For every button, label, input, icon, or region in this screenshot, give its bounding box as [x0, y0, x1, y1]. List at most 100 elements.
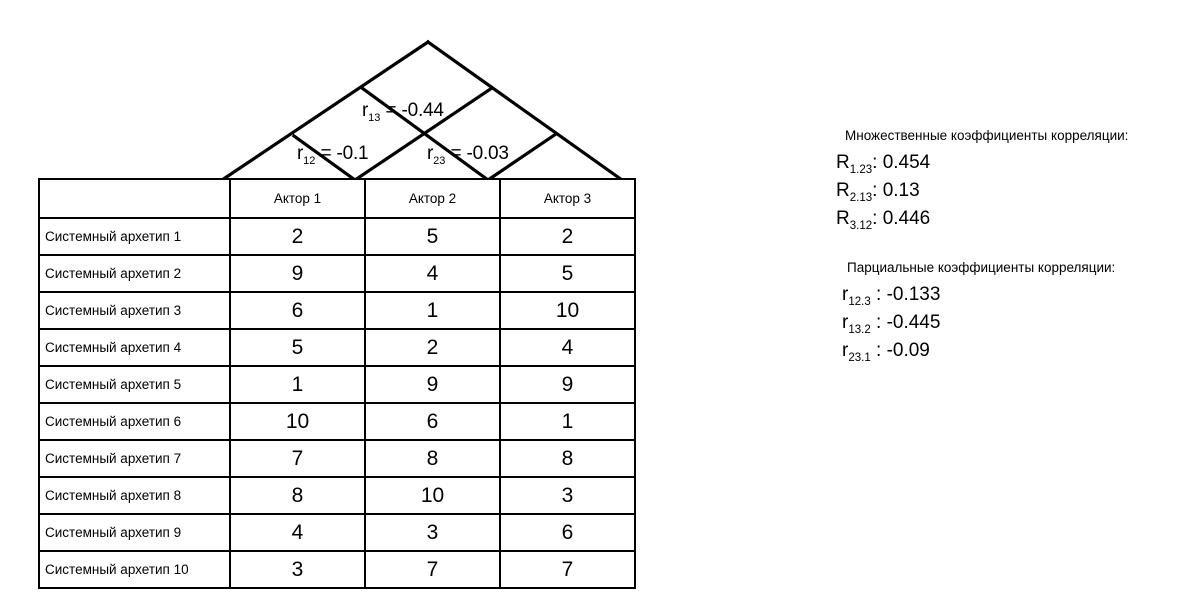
partial-correlation-item-2: r13.2 : -0.445 [842, 310, 1176, 338]
roof-diag-down-2 [359, 85, 491, 183]
cell-r2-c1: 9 [229, 254, 366, 293]
multiple-correlation-item-symbol-1: R [836, 152, 850, 173]
partial-correlation-item-symbol-3: r [842, 339, 849, 361]
partial-correlation-item-subscript-1: 12.3 [848, 295, 871, 308]
row-label-archetype-5: Системный архетип 5 [38, 365, 231, 404]
cell-r10-c3: 7 [499, 550, 636, 589]
cell-r9-c2: 3 [364, 513, 501, 552]
row-label-archetype-9: Системный архетип 9 [38, 513, 231, 552]
cell-r8-c3: 3 [499, 476, 636, 515]
roof-eq-r12: = -0.1 [315, 143, 369, 164]
cell-r2-c3: 5 [499, 254, 636, 293]
cell-r3-c2: 1 [364, 291, 501, 330]
partial-correlation-item-value-3: -0.09 [886, 339, 930, 361]
cell-r5-c1: 1 [229, 365, 366, 404]
cell-r9-c1: 4 [229, 513, 366, 552]
cell-r7-c2: 8 [364, 439, 501, 478]
partial-correlation-heading: Парциальные коэффициенты корреляции: [847, 259, 1116, 275]
row-label-archetype-4: Системный архетип 4 [38, 328, 231, 367]
cell-r10-c2: 7 [364, 550, 501, 589]
roof-label-r13: r13 = -0.44 [362, 100, 444, 124]
cell-r8-c1: 8 [229, 476, 366, 515]
roof-eq-r23: = -0.03 [445, 143, 509, 164]
cell-r4-c2: 2 [364, 328, 501, 367]
row-label-archetype-6: Системный архетип 6 [38, 402, 231, 441]
multiple-correlation-item-symbol-2: R [836, 179, 850, 201]
partial-correlation-item-separator-2: : [870, 311, 887, 333]
row-label-archetype-1: Системный архетип 1 [38, 217, 231, 256]
cell-r4-c1: 5 [229, 328, 366, 367]
cell-r6-c1: 10 [229, 402, 366, 441]
partial-correlation-block: Парциальные коэффициенты корреляции: r12… [836, 260, 1176, 366]
roof-symbol-r13: r [362, 100, 369, 121]
cell-r2-c2: 4 [364, 254, 501, 293]
roof-eq-r13: = -0.44 [380, 100, 444, 121]
multiple-correlation-item-value-3: 0.446 [882, 207, 931, 229]
column-header-actor-3: Актор 3 [499, 178, 636, 219]
roof-symbol-r12: r [297, 143, 304, 164]
partial-correlation-item-value-1: -0.133 [886, 283, 941, 305]
roof-diag-down-1 [291, 133, 358, 183]
multiple-correlation-item-separator-2: : [872, 179, 883, 201]
roof-right-slope [425, 39, 625, 183]
roof-diag-up-2 [485, 131, 559, 183]
roof-sub-r13: 13 [368, 111, 381, 124]
multiple-correlation-heading: Множественные коэффициенты корреляции: [845, 128, 1129, 143]
multiple-correlation-item-value-2: 0.13 [882, 179, 920, 201]
roof-symbol-r23: r [427, 143, 434, 164]
multiple-correlation-block: Множественные коэффициенты корреляции: R… [836, 128, 1176, 234]
multiple-correlation-item-subscript-2: 2.13 [849, 191, 873, 204]
multiple-correlation-item-separator-1: : [872, 152, 883, 173]
roof-sub-r12: 12 [303, 154, 316, 167]
correlation-roof: r13 = -0.44 r12 = -0.1 r23 = -0.03 [196, 28, 656, 188]
roof-left-slope [219, 39, 431, 183]
multiple-correlation-item-subscript-1: 1.23 [849, 163, 873, 176]
multiple-correlation-item-separator-3: : [872, 207, 883, 229]
partial-correlation-item-1: r12.3 : -0.133 [842, 282, 1176, 310]
roof-label-r12: r12 = -0.1 [297, 143, 369, 167]
cell-r3-c1: 6 [229, 291, 366, 330]
partial-correlation-item-value-2: -0.445 [886, 311, 941, 333]
cell-r4-c3: 4 [499, 328, 636, 367]
roof-label-r23: r23 = -0.03 [427, 143, 509, 167]
table-corner-cell [38, 178, 231, 219]
multiple-correlation-item-value-1: 0.454 [882, 152, 931, 173]
cell-r5-c3: 9 [499, 365, 636, 404]
cell-r5-c2: 9 [364, 365, 501, 404]
partial-correlation-item-symbol-2: r [842, 311, 849, 333]
row-label-archetype-8: Системный архетип 8 [38, 476, 231, 515]
correlation-statistics-panel: Множественные коэффициенты корреляции: R… [836, 128, 1176, 366]
partial-correlation-item-subscript-2: 13.2 [848, 323, 871, 336]
partial-correlation-item-separator-3: : [870, 339, 887, 361]
cell-r8-c2: 10 [364, 476, 501, 515]
column-header-actor-1: Актор 1 [229, 178, 366, 219]
column-header-actor-2: Актор 2 [364, 178, 501, 219]
partial-correlation-item-separator-1: : [870, 283, 887, 305]
cell-r7-c3: 8 [499, 439, 636, 478]
cell-r6-c3: 1 [499, 402, 636, 441]
partial-correlation-item-3: r23.1 : -0.09 [842, 338, 1176, 366]
multiple-correlation-item-3: R3.12: 0.446 [836, 206, 1176, 234]
cell-r7-c1: 7 [229, 439, 366, 478]
multiple-correlation-item-subscript-3: 3.12 [849, 219, 873, 232]
row-label-archetype-3: Системный архетип 3 [38, 291, 231, 330]
multiple-correlation-item-2: R2.13: 0.13 [836, 178, 1176, 206]
multiple-correlation-item-symbol-3: R [836, 207, 850, 229]
cell-r10-c1: 3 [229, 550, 366, 589]
roof-sub-r23: 23 [433, 154, 446, 167]
cell-r1-c1: 2 [229, 217, 366, 256]
